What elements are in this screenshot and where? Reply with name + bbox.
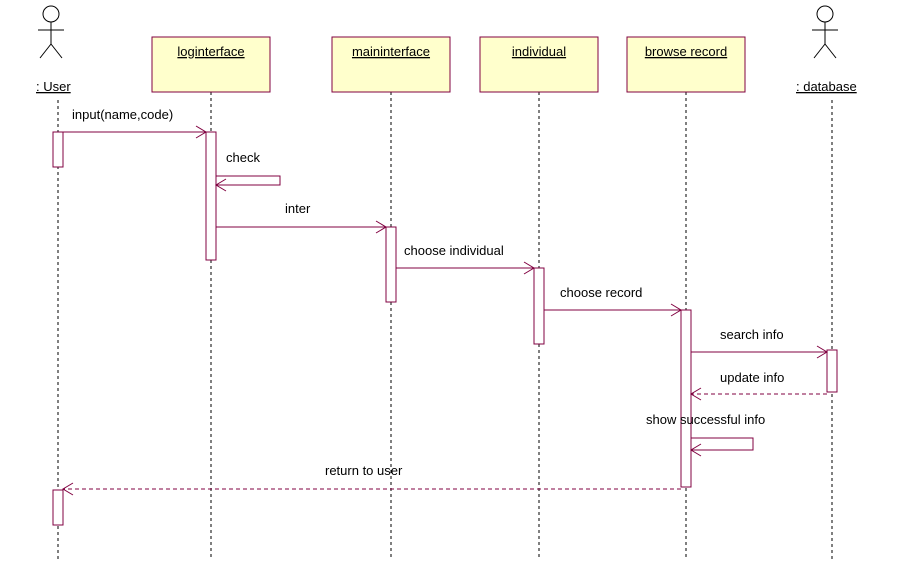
message-show-successful-info <box>690 437 754 457</box>
object-loginterface: loginterface <box>151 36 271 93</box>
activation-maininterface <box>385 226 397 303</box>
activation-loginterface <box>205 131 217 261</box>
label-search-info: search info <box>720 327 784 342</box>
activation-user-2 <box>52 489 64 526</box>
message-search-info <box>691 345 828 359</box>
activation-browse-record <box>680 309 692 488</box>
object-browse-record: browse record <box>626 36 746 93</box>
activations <box>52 131 838 526</box>
object-browse-record-label: browse record <box>645 44 727 59</box>
object-individual-label: individual <box>512 44 566 59</box>
message-return-to-user <box>62 482 681 496</box>
label-choose-record: choose record <box>560 285 642 300</box>
actor-user <box>38 5 64 59</box>
label-input: input(name,code) <box>72 107 173 122</box>
message-update-info <box>690 387 827 401</box>
label-show-successful-info: show successful info <box>646 412 765 427</box>
actor-user-label: : User <box>36 79 71 94</box>
label-return-to-user: return to user <box>325 463 403 478</box>
label-inter: inter <box>285 201 311 216</box>
actor-database-label: : database <box>796 79 857 94</box>
object-individual: individual <box>479 36 599 93</box>
object-maininterface: maininterface <box>331 36 451 93</box>
label-choose-individual: choose individual <box>404 243 504 258</box>
message-choose-individual <box>396 261 535 275</box>
message-inter <box>216 220 387 234</box>
object-loginterface-label: loginterface <box>177 44 244 59</box>
lifelines <box>57 92 833 560</box>
actor-database <box>812 5 838 59</box>
object-maininterface-label: maininterface <box>352 44 430 59</box>
message-choose-record <box>544 303 682 317</box>
activation-database <box>826 349 838 393</box>
label-update-info: update info <box>720 370 784 385</box>
message-labels: input(name,code) check inter choose indi… <box>72 107 784 478</box>
label-check: check <box>226 150 260 165</box>
actor-database-head <box>816 5 834 23</box>
activation-user-1 <box>52 131 64 168</box>
activation-individual <box>533 267 545 345</box>
message-input <box>63 125 207 139</box>
message-check <box>215 175 281 192</box>
actor-user-head <box>42 5 60 23</box>
messages <box>62 125 828 496</box>
